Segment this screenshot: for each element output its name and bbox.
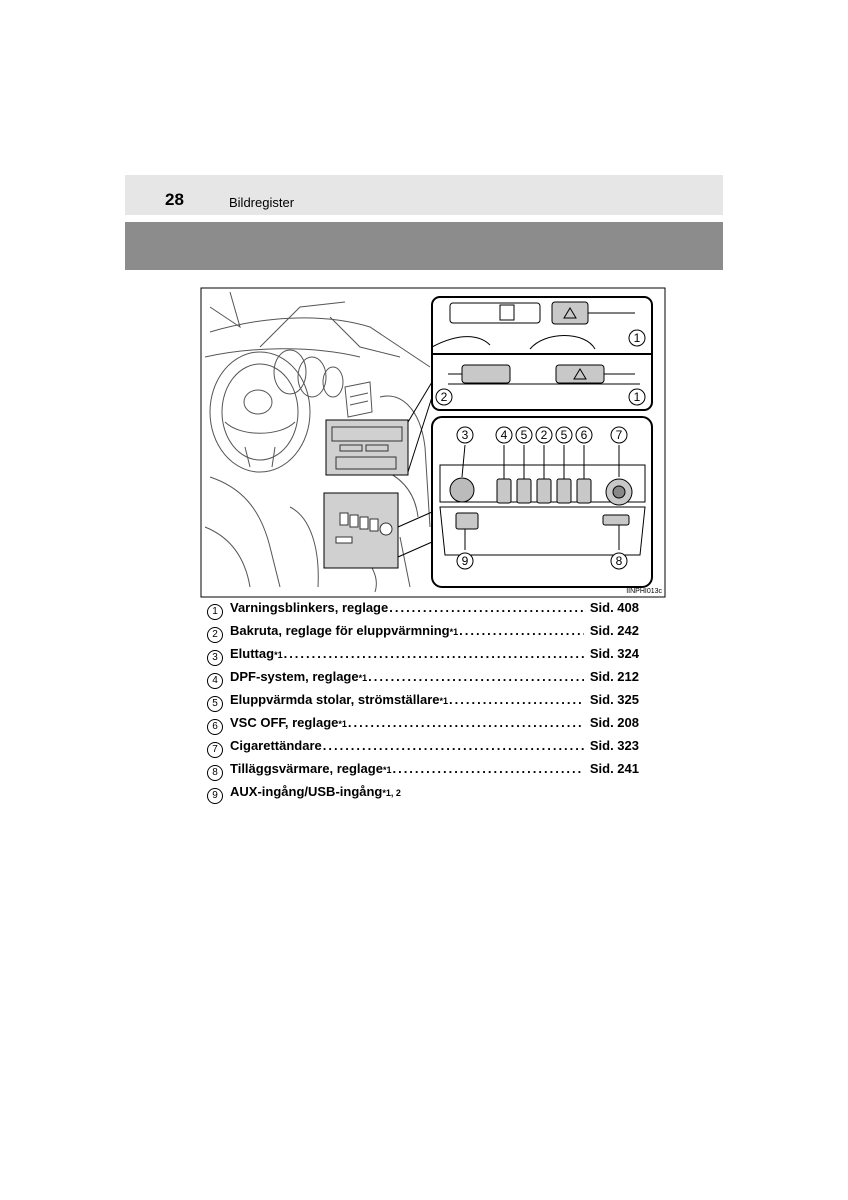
leader-dots <box>391 761 583 776</box>
item-footnote: *1 <box>338 719 347 729</box>
callout-7: 7 <box>610 426 628 444</box>
item-footnote: *1 <box>358 673 368 683</box>
callout-3: 3 <box>456 426 474 444</box>
leader-dots <box>322 738 584 753</box>
item-page: Sid. 208 <box>589 715 639 730</box>
item-page: Sid. 325 <box>589 692 639 707</box>
item-number: 9 <box>207 787 223 804</box>
svg-text:3: 3 <box>462 428 469 442</box>
svg-text:2: 2 <box>541 428 548 442</box>
list-item: 8 Tilläggsvärmare, reglage *1 Sid. 241 <box>207 761 639 784</box>
leader-dots <box>388 600 584 615</box>
item-page: Sid. 212 <box>589 669 639 684</box>
svg-text:5: 5 <box>521 428 528 442</box>
item-label: Varningsblinkers, reglage <box>230 600 389 615</box>
section-title: Bildregister <box>229 195 295 210</box>
item-number: 3 <box>207 649 223 666</box>
list-item: 3 Eluttag *1 Sid. 324 <box>207 646 639 669</box>
item-page: Sid. 241 <box>589 761 639 776</box>
page-number: 28 <box>165 190 184 209</box>
list-item: 2 Bakruta, reglage för eluppvärmning *1 … <box>207 623 639 646</box>
callout-5b: 5 <box>555 426 573 444</box>
item-list: 1 Varningsblinkers, reglage Sid. 408 2 B… <box>207 600 639 807</box>
svg-text:1: 1 <box>634 390 641 404</box>
item-number: 8 <box>207 764 223 781</box>
item-footnote: *1 <box>439 696 449 706</box>
callout-4: 4 <box>495 426 513 444</box>
svg-text:1: 1 <box>634 331 641 345</box>
item-footnote: *1 <box>274 650 283 660</box>
leader-dots <box>347 715 584 730</box>
callout-6: 6 <box>575 426 593 444</box>
item-page: Sid. 242 <box>589 623 639 638</box>
item-label: Eluttag <box>230 646 275 661</box>
list-item: 1 Varningsblinkers, reglage Sid. 408 <box>207 600 639 623</box>
svg-text:7: 7 <box>616 428 623 442</box>
figure-code: IINPHI013c <box>626 588 662 595</box>
header-band <box>125 222 723 270</box>
callout-2-left: 2 <box>435 388 453 406</box>
item-label: DPF-system, reglage <box>230 669 359 684</box>
item-page: Sid. 324 <box>589 646 639 661</box>
callout-1-bottom: 1 <box>628 388 646 406</box>
cockpit-drawing <box>204 291 431 593</box>
item-number: 1 <box>207 603 223 620</box>
leader-dots <box>283 646 584 661</box>
item-footnote: *1 <box>382 765 392 775</box>
leader-dots <box>448 692 584 707</box>
leader-dots <box>458 623 584 638</box>
item-page: Sid. 408 <box>589 600 639 615</box>
svg-text:5: 5 <box>561 428 568 442</box>
callout-1-top: 1 <box>628 329 646 347</box>
item-number: 6 <box>207 718 223 735</box>
svg-text:2: 2 <box>441 390 448 404</box>
item-footnote: *1 <box>449 627 459 637</box>
item-number: 7 <box>207 741 223 758</box>
list-item: 6 VSC OFF, reglage *1 Sid. 208 <box>207 715 639 738</box>
callout-9: 9 <box>456 552 474 570</box>
list-item: 7 Cigarettändare Sid. 323 <box>207 738 639 761</box>
svg-text:9: 9 <box>462 554 469 568</box>
leader-dots <box>367 669 584 684</box>
item-label: Tilläggsvärmare, reglage <box>230 761 383 776</box>
dashboard-illustration: 1 1 2 3 4 5 2 5 6 7 9 8 IINPHI013c <box>200 287 666 598</box>
item-number: 5 <box>207 695 223 712</box>
item-number: 2 <box>207 626 223 643</box>
item-label: AUX-ingång/USB-ingång <box>230 784 383 799</box>
callout-5a: 5 <box>515 426 533 444</box>
svg-text:4: 4 <box>501 428 508 442</box>
item-label: Cigarettändare <box>230 738 322 753</box>
list-item: 4 DPF-system, reglage *1 Sid. 212 <box>207 669 639 692</box>
svg-text:8: 8 <box>616 554 623 568</box>
item-number: 4 <box>207 672 223 689</box>
item-page: Sid. 323 <box>589 738 639 753</box>
callout-2-mid: 2 <box>535 426 553 444</box>
item-label: Bakruta, reglage för eluppvärmning <box>230 623 450 638</box>
callout-8: 8 <box>610 552 628 570</box>
svg-text:6: 6 <box>581 428 588 442</box>
item-footnote: *1, 2 <box>382 788 401 798</box>
list-item: 5 Eluppvärmda stolar, strömställare *1 S… <box>207 692 639 715</box>
list-item: 9 AUX-ingång/USB-ingång *1, 2 <box>207 784 639 807</box>
page-header: 28 Bildregister <box>125 175 723 215</box>
item-label: Eluppvärmda stolar, strömställare <box>230 692 440 707</box>
item-label: VSC OFF, reglage <box>230 715 339 730</box>
